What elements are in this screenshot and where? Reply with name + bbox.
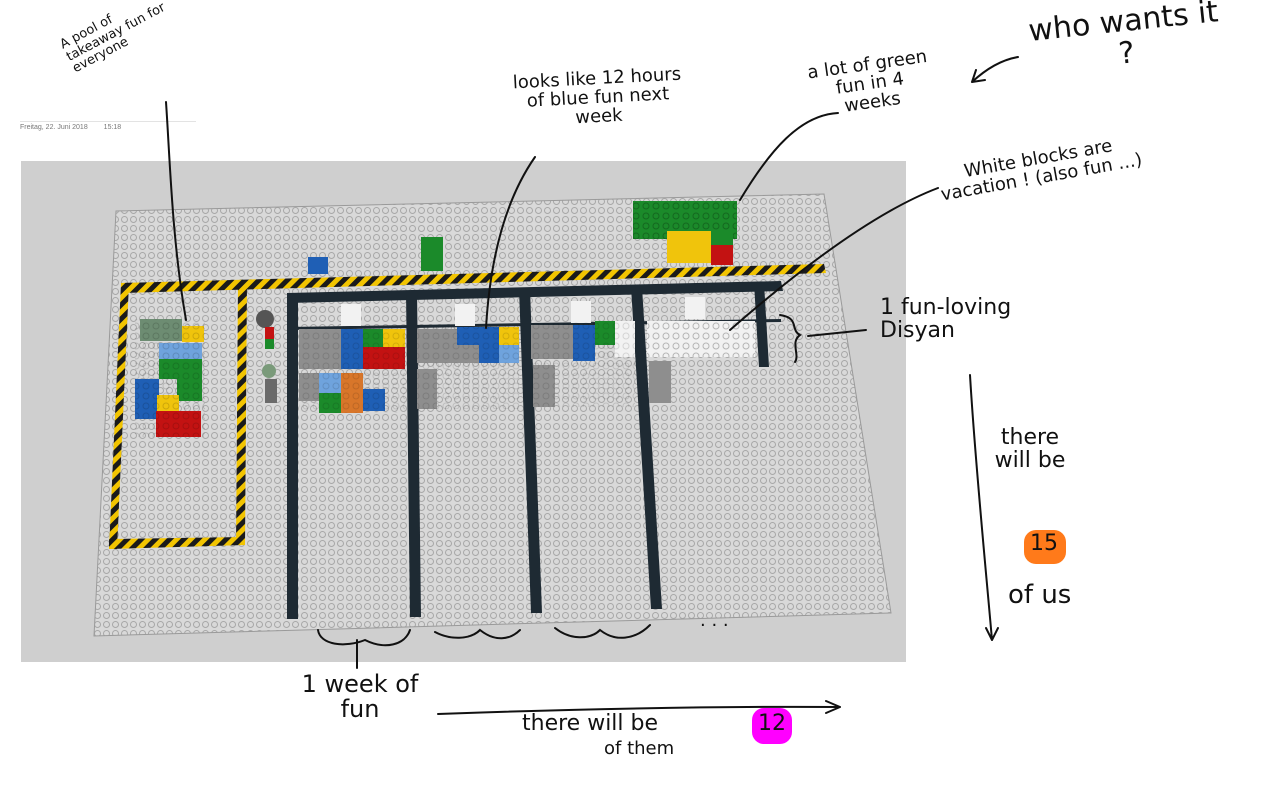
green-fun-annotation: a lot of green fun in 4 weeks	[806, 45, 929, 117]
week-2-bricks	[417, 304, 519, 409]
pool-annotation: A pool of takeaway fun for everyone	[57, 0, 168, 77]
twelve-highlight	[752, 708, 792, 744]
green-fun-bricks	[633, 201, 737, 265]
note-timestamp: Freitag, 22. Juni 2018 15:18	[20, 124, 135, 131]
blue-fun-annotation: looks like 12 hours of blue fun next wee…	[512, 63, 682, 128]
lego-board-drawing	[93, 193, 892, 637]
week-1-bricks	[299, 304, 405, 413]
twelve-arrow	[437, 700, 841, 715]
loose-blue-brick	[308, 257, 328, 274]
fun-loving-annotation: 1 fun-loving Disyan	[880, 295, 1012, 344]
fifteen-number: 15	[1030, 531, 1058, 556]
twelve-annotation: there will be	[522, 711, 659, 736]
fifteen-highlight	[1024, 530, 1066, 564]
minifigure-2	[262, 364, 277, 403]
twelve-number: 12	[758, 711, 786, 736]
who-annotation: who wants it ?	[1026, 0, 1220, 72]
fifteen-annotation-top: there will be	[994, 425, 1066, 474]
lego-board-photo	[21, 161, 906, 662]
minifigure-1	[256, 310, 274, 349]
loose-green-brick	[421, 237, 443, 271]
baseplate	[93, 193, 892, 637]
hazard-tape-top	[121, 264, 826, 293]
of-us-annotation: of us	[1008, 580, 1072, 610]
week-of-fun-annotation: 1 week of fun	[301, 670, 419, 724]
white-blocks-annotation: White blocks are vacation ! (also fun ..…	[939, 135, 1144, 206]
pool-bricks	[135, 319, 205, 437]
hazard-pool-left	[109, 283, 129, 549]
note-date: Freitag, 22. Juni 2018	[20, 124, 88, 131]
week-3-bricks	[531, 301, 635, 407]
note-time: 15:18	[103, 124, 122, 131]
who-arrow	[971, 56, 1019, 83]
of-them-annotation: of them	[604, 738, 675, 759]
us-arrow	[969, 374, 999, 641]
header-divider	[20, 121, 196, 122]
hazard-pool-right	[236, 283, 247, 545]
hazard-pool-bottom	[109, 537, 245, 549]
